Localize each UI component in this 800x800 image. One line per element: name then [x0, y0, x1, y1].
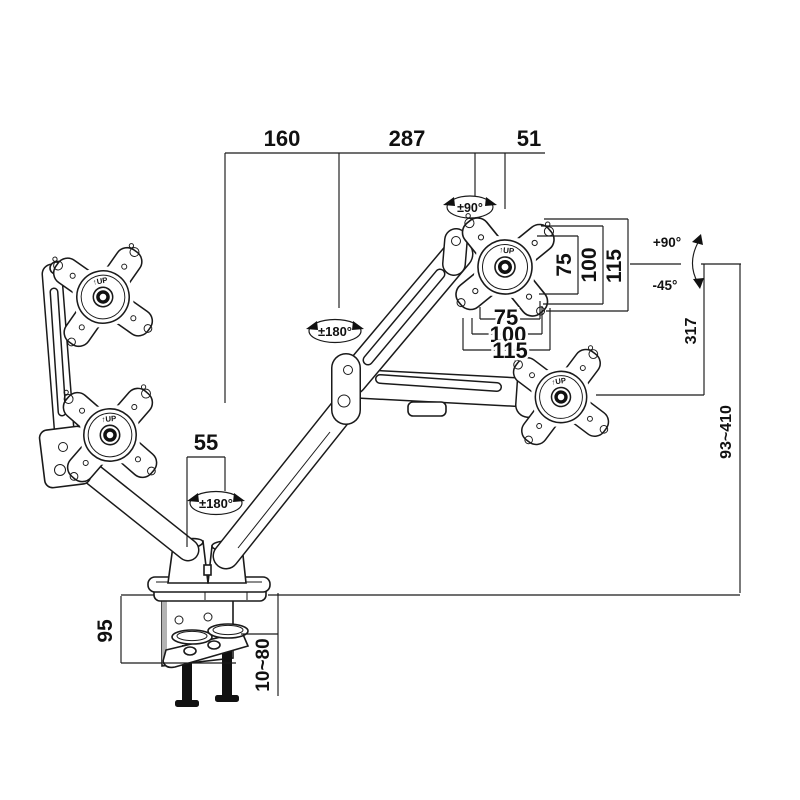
swivel-arrowhead	[443, 197, 455, 206]
vesa-h75-label: 75	[494, 305, 518, 330]
clamp-height-label: 95	[94, 619, 117, 643]
clamp-screw-cap	[215, 695, 239, 702]
rotation-annotations	[187, 195, 704, 516]
folded-arm-screw	[58, 442, 68, 452]
vesa-v115-label: 115	[603, 249, 626, 283]
riser-arm-fill	[214, 396, 356, 568]
tilt-arrowhead	[693, 278, 704, 289]
dim-160-label: 160	[264, 126, 301, 151]
tilt-up-label: +90°	[653, 235, 681, 250]
channel-wing-nut	[207, 640, 221, 650]
elbow-screw	[337, 394, 351, 408]
channel-wing-nut	[183, 646, 197, 656]
elbow-swivel-ellipse	[308, 318, 362, 344]
vesa-v75-label: 75	[553, 253, 576, 277]
clamp-pad	[171, 629, 213, 645]
bracket-hole	[174, 615, 184, 625]
left-arm-folded	[38, 261, 200, 562]
dim-51-label: 51	[517, 126, 541, 151]
forearm-slot	[376, 375, 501, 391]
riser-arm-edge	[237, 431, 331, 549]
swivel-arrowhead	[187, 493, 199, 502]
vesa-h100-label: 100	[490, 322, 527, 347]
bracket-hole	[203, 612, 213, 622]
desk-thickness-label: 10~80	[253, 638, 274, 691]
clamp-screw-rod	[222, 640, 232, 697]
vesa-h115-label: 115	[492, 338, 528, 363]
clamp-screw-rod	[182, 645, 192, 702]
clamp-bracket-shaded-edge	[162, 592, 167, 664]
forearm-latch	[407, 401, 447, 417]
swivel-arrowhead	[352, 321, 364, 330]
folded-arm-screw	[54, 464, 66, 476]
gas-arm-slot	[364, 270, 444, 364]
dimension-lines	[120, 152, 741, 696]
base-swivel-label: ±180°	[199, 496, 233, 511]
swivel-arrowhead	[306, 321, 318, 330]
clamp-pad	[207, 623, 249, 639]
left-riser-fill	[70, 454, 198, 560]
vesa-v100-label: 100	[578, 247, 601, 282]
post-tab	[203, 564, 212, 576]
head-screw	[451, 236, 461, 246]
tilt-arc	[691, 238, 701, 284]
clamp-channel-arm	[162, 631, 250, 669]
post-spacing-label: 55	[194, 430, 218, 455]
base-swivel-ellipse	[189, 490, 243, 516]
swivel-arrowhead	[233, 493, 245, 502]
elbow-screw	[343, 365, 353, 375]
vertical-travel-label: 317	[683, 318, 700, 345]
head-joint-fill	[443, 229, 467, 275]
head-swivel-ellipse	[446, 195, 494, 219]
clamp-pad-rim	[176, 630, 208, 642]
swivel-arrowhead	[485, 197, 497, 206]
desk-clamp	[161, 591, 250, 707]
clamp-pad-rim	[212, 624, 244, 636]
tilt-arrowhead	[692, 234, 703, 245]
head-swivel-label: ±90°	[457, 201, 483, 215]
tilt-down-label: -45°	[653, 278, 678, 293]
height-range-label: 93~410	[718, 405, 735, 459]
dimension-labels: 160 287 51 ±90° ±180° ±180° +90° -45° 75…	[94, 126, 735, 694]
elbow-swivel-label: ±180°	[318, 324, 352, 339]
clamp-screw-cap	[175, 700, 199, 707]
dim-287-label: 287	[389, 126, 426, 151]
folded-gas-arm-slot	[51, 289, 65, 415]
